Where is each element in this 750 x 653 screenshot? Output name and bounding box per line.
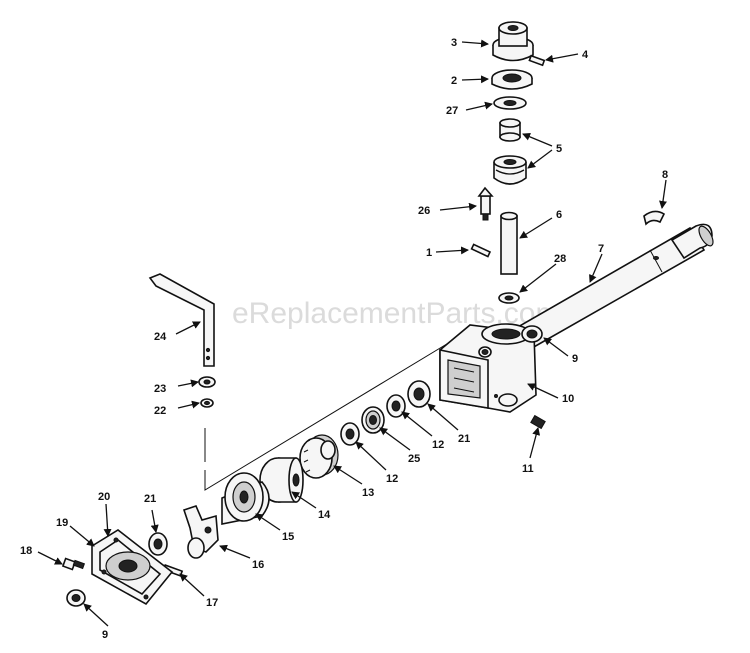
fitting-part-26 [477,186,494,221]
housing-part-10 [439,323,537,413]
callout-12-lower: 12 [386,473,398,485]
bearing-part-21-right [407,380,431,408]
bolt-part-18 [61,557,86,571]
callout-23: 23 [154,383,166,395]
callout-10: 10 [562,393,574,405]
callout-13: 13 [362,487,374,499]
callout-12-upper: 12 [432,439,444,451]
callout-1: 1 [426,247,432,259]
pulley-part-3 [492,21,534,62]
callout-7: 7 [598,243,604,255]
washer-part-27 [493,96,527,110]
seal-part-5-lower [493,155,527,185]
pin-part-1 [470,243,492,258]
callout-27: 27 [446,105,458,117]
bearing-part-21-left [148,532,168,556]
axle-part-7 [502,223,714,358]
callout-14: 14 [318,509,331,521]
fork-part-16 [182,505,219,559]
bushing-part-5-upper [499,118,521,142]
callout-21-right: 21 [458,433,470,445]
callout-15: 15 [282,531,294,543]
thrust-bearing-part-25 [361,406,385,434]
callout-2: 2 [451,75,457,87]
leader-lines [37,39,667,627]
callout-9-left: 9 [102,629,108,641]
washer-part-22 [200,398,214,408]
callout-26: 26 [418,205,430,217]
shaft-part-6 [500,211,518,275]
callout-5: 5 [556,143,562,155]
callout-labels: 3 4 2 27 5 8 26 6 1 7 28 9 10 11 21 12 2… [20,37,668,641]
assembly-line [204,329,471,491]
callout-8: 8 [662,169,668,181]
callout-21-left: 21 [144,493,156,505]
washer-part-28 [498,292,520,304]
callout-9-right: 9 [572,353,578,365]
callout-20: 20 [98,491,110,503]
callout-3: 3 [451,37,457,49]
callout-22: 22 [154,405,166,417]
callout-19: 19 [56,517,68,529]
callout-16: 16 [252,559,264,571]
washer-part-12-upper [386,394,406,418]
gear-part-13 [299,434,339,479]
callout-25: 25 [408,453,420,465]
callout-18: 18 [20,545,32,557]
washer-part-12-lower [340,422,360,446]
callout-11: 11 [522,463,534,475]
bearing-part-2 [491,69,533,90]
nut-part-23 [198,376,216,388]
cover-part-20 [91,529,174,606]
lever-part-24 [148,273,215,367]
setscrew-part-11 [530,414,546,430]
callout-28: 28 [554,253,566,265]
callout-17: 17 [206,597,218,609]
callout-24: 24 [154,331,167,343]
key-part-8 [643,210,666,226]
callout-6: 6 [556,209,562,221]
drum-part-14 [259,457,304,503]
key-part-4 [528,54,546,67]
seal-part-9-right [521,325,543,343]
callout-4: 4 [582,49,589,61]
seal-part-9-left [66,589,86,607]
